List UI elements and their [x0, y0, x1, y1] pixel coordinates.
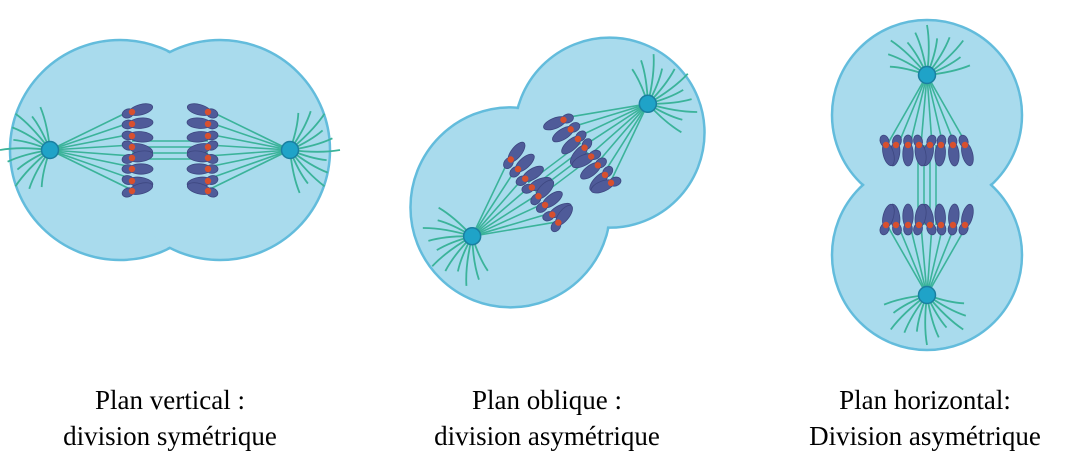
kinetochore — [938, 142, 944, 148]
centrosome — [639, 95, 656, 112]
caption-subtitle: division symétrique — [20, 418, 320, 454]
kinetochore — [205, 133, 211, 139]
kinetochore — [535, 193, 541, 199]
kinetochore — [522, 175, 528, 181]
kinetochore — [560, 117, 566, 123]
kinetochore — [608, 180, 614, 186]
kinetochore — [962, 222, 968, 228]
centrosome — [919, 287, 936, 304]
kinetochore — [568, 126, 574, 132]
kinetochore — [602, 172, 608, 178]
kinetochore — [205, 144, 211, 150]
caption-subtitle: division asymétrique — [397, 418, 697, 454]
cell-horizontal-plane — [832, 20, 1022, 350]
centrosome — [464, 228, 481, 245]
kinetochore — [893, 222, 899, 228]
caption-subtitle: Division asymétrique — [775, 418, 1075, 454]
centrosome — [282, 142, 299, 159]
kinetochore — [129, 109, 135, 115]
kinetochore — [129, 188, 135, 194]
kinetochore — [905, 222, 911, 228]
kinetochore — [893, 142, 899, 148]
centrosome — [42, 142, 59, 159]
kinetochore — [508, 156, 514, 162]
cytoplasm — [834, 162, 1021, 349]
kinetochore — [205, 109, 211, 115]
kinetochore — [555, 219, 561, 225]
kinetochore — [962, 142, 968, 148]
kinetochore — [549, 211, 555, 217]
caption-horizontal-plane: Plan horizontal: Division asymétrique — [775, 382, 1075, 454]
kinetochore — [205, 178, 211, 184]
cell-oblique-plane — [410, 38, 704, 308]
kinetochore — [129, 166, 135, 172]
kinetochore — [905, 142, 911, 148]
kinetochore — [129, 121, 135, 127]
kinetochore — [927, 142, 933, 148]
kinetochore — [205, 188, 211, 194]
kinetochore — [205, 121, 211, 127]
kinetochore — [129, 155, 135, 161]
kinetochore — [883, 142, 889, 148]
caption-oblique-plane: Plan oblique : division asymétrique — [397, 382, 697, 454]
kinetochore — [129, 144, 135, 150]
kinetochore — [916, 142, 922, 148]
caption-vertical-plane: Plan vertical : division symétrique — [20, 382, 320, 454]
kinetochore — [581, 145, 587, 151]
cell-vertical-plane — [0, 40, 340, 260]
kinetochore — [883, 222, 889, 228]
kinetochore — [950, 142, 956, 148]
kinetochore — [575, 136, 581, 142]
kinetochore — [129, 133, 135, 139]
kinetochore — [205, 166, 211, 172]
kinetochore — [595, 162, 601, 168]
kinetochore — [515, 166, 521, 172]
kinetochore — [205, 155, 211, 161]
kinetochore — [950, 222, 956, 228]
caption-title: Plan horizontal: — [775, 382, 1075, 418]
centrosome — [919, 67, 936, 84]
kinetochore — [588, 153, 594, 159]
kinetochore — [916, 222, 922, 228]
kinetochore — [129, 178, 135, 184]
cytoplasm — [516, 39, 703, 226]
caption-title: Plan oblique : — [397, 382, 697, 418]
kinetochore — [938, 222, 944, 228]
caption-title: Plan vertical : — [20, 382, 320, 418]
kinetochore — [529, 184, 535, 190]
kinetochore — [927, 222, 933, 228]
kinetochore — [542, 202, 548, 208]
